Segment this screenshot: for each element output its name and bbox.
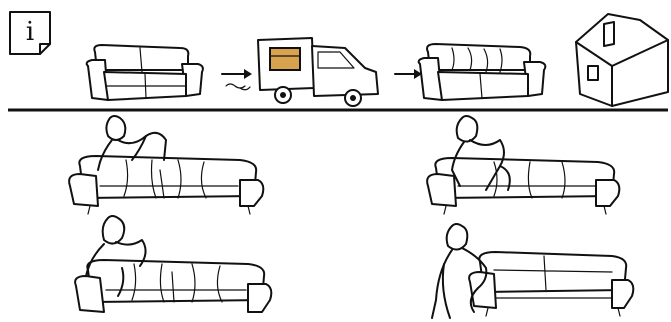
- delivery-truck-icon: [258, 38, 378, 106]
- step-secure-cover-underside: [432, 224, 633, 318]
- arrow-right-icon: [222, 69, 252, 90]
- sofa-icon: [419, 44, 546, 100]
- info-glyph: i: [26, 17, 34, 47]
- sofa-icon: [87, 45, 203, 100]
- arrow-right-icon: [395, 69, 422, 79]
- step-fit-cover-left: [427, 116, 619, 214]
- info-icon: i: [10, 12, 50, 54]
- step-tuck-cover-sides: [75, 216, 271, 312]
- cargo-box: [270, 48, 300, 70]
- house-icon: [576, 14, 668, 106]
- step-unwrap-sofa: [69, 116, 263, 214]
